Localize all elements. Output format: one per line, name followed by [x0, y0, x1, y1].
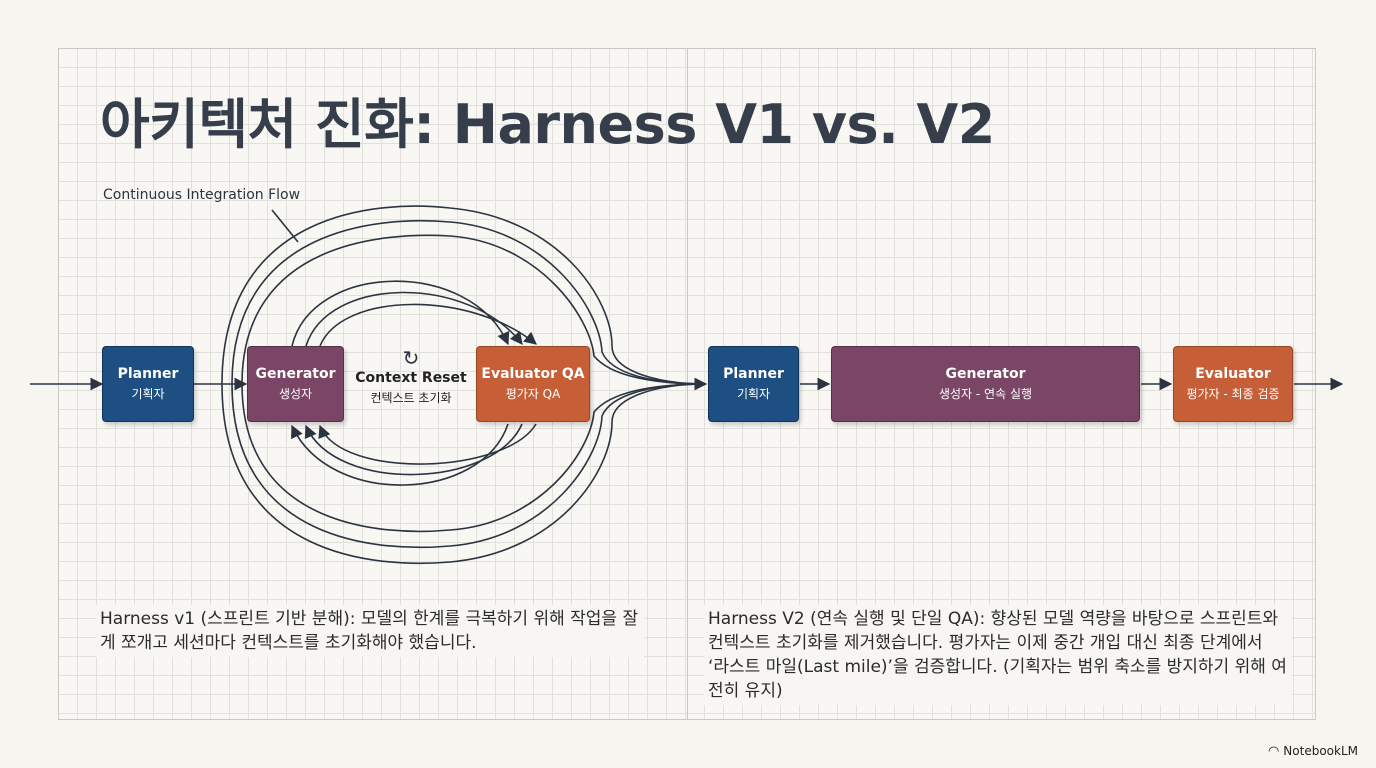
- v2-planner-title: Planner: [723, 366, 784, 382]
- v2-generator-subtitle: 생성자 - 연속 실행: [938, 387, 1033, 401]
- flow-label: Continuous Integration Flow: [103, 187, 301, 203]
- branding-text: NotebookLM: [1283, 744, 1358, 758]
- v2-planner-node: Planner 기획자: [708, 346, 799, 422]
- backward-loop-3: [318, 423, 537, 465]
- v2-planner-subtitle: 기획자: [736, 387, 771, 401]
- outer-loop-6: [241, 383, 707, 533]
- v2-evaluator-title: Evaluator: [1195, 366, 1271, 382]
- outer-loop-3: [241, 234, 707, 385]
- v1-generator-title: Generator: [255, 366, 336, 382]
- context-reset-subtitle: 컨텍스트 초기화: [370, 391, 452, 405]
- outer-loop-1: [221, 205, 708, 391]
- refresh-icon: ↻: [402, 346, 420, 370]
- v1-planner-subtitle: 기획자: [131, 387, 165, 401]
- v1-evaluator-title: Evaluator QA: [481, 366, 585, 382]
- outer-loop-2: [231, 220, 707, 385]
- context-reset: ↻ Context Reset 컨텍스트 초기화: [352, 347, 470, 406]
- v1-generator-node: Generator 생성자: [247, 346, 344, 422]
- v1-generator-subtitle: 생성자: [278, 387, 313, 401]
- forward-loop-2: [305, 291, 523, 347]
- outer-loop-4: [221, 383, 707, 565]
- notebooklm-branding: ◠ NotebookLM: [1268, 744, 1358, 758]
- v1-evaluator-subtitle: 평가자 QA: [505, 387, 561, 401]
- v2-generator-title: Generator: [945, 366, 1026, 382]
- notebooklm-logo-icon: ◠: [1267, 743, 1280, 759]
- v2-evaluator-subtitle: 평가자 - 최종 검증: [1186, 387, 1280, 401]
- context-reset-title: Context Reset: [355, 370, 467, 386]
- v1-planner-title: Planner: [117, 366, 179, 382]
- outer-loop-5: [231, 383, 707, 549]
- v1-planner-node: Planner 기획자: [102, 346, 194, 422]
- v2-generator-node: Generator 생성자 - 연속 실행: [831, 346, 1140, 422]
- v2-caption: Harness V2 (연속 실행 및 단일 QA): 향상된 모델 역량을 바…: [704, 605, 1292, 705]
- backward-loop-2: [304, 423, 523, 476]
- v2-evaluator-node: Evaluator 평가자 - 최종 검증: [1173, 346, 1293, 422]
- v1-evaluator-node: Evaluator QA 평가자 QA: [476, 346, 590, 422]
- backward-loop-1: [291, 423, 509, 486]
- page-title: 아키텍처 진화: Harness V1 vs. V2: [100, 93, 995, 156]
- v1-caption: Harness v1 (스프린트 기반 분해): 모델의 한계를 극복하기 위해…: [96, 605, 644, 657]
- forward-loop-3: [319, 303, 537, 347]
